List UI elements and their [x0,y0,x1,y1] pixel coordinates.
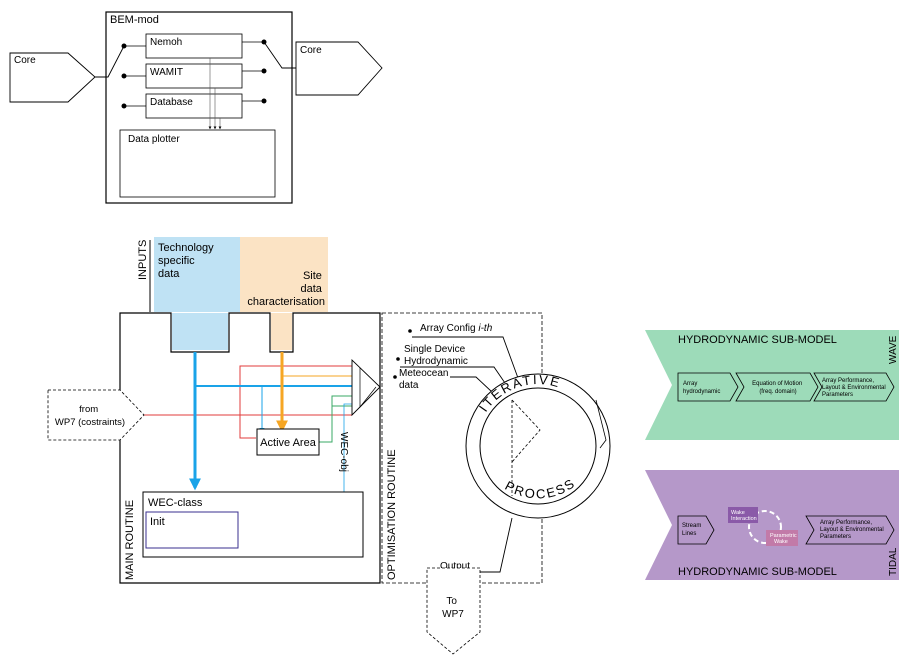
single-device-label: Single Device Hydrodynamic [404,344,468,367]
bem-mod-group: BEM-mod Nemoh WAMIT Database Data plotte… [9,11,383,204]
tidal-cycle-ring [748,510,782,544]
init-box[interactable] [145,511,239,549]
init-label: Init [150,516,165,528]
active-area-label: Active Area [260,437,317,449]
wave-step-1-label: Array hydrodynamic [683,381,720,395]
to-wp7-label: To WP7 [442,596,464,620]
main-routine-label: MAIN ROUTINE [124,500,136,580]
output-label: Output [440,561,470,572]
tidal-step-4-label: Array Performance, Layout & Environmenta… [820,520,885,540]
green-line [318,395,352,443]
red-line-top [239,365,352,415]
wec-obj-label: WEC-obj [338,432,349,472]
wave-submodel: HYDRODYNAMIC SUB-MODEL WAVE Array hydrod… [645,330,899,440]
wamit-box[interactable] [145,63,243,89]
optimisation-label: OPTIMISATION ROUTINE [386,449,398,580]
tidal-tag: TIDAL [888,547,899,576]
nemoh-label: Nemoh [150,37,182,48]
red-line-main [144,414,256,439]
inputs-group: Technology specific data Site data chara… [137,237,328,312]
main-routine-group: MAIN ROUTINE Active Area WEC-obj WEC-cla… [47,312,381,584]
technology-input-box[interactable] [154,237,240,312]
data-plotter-box[interactable] [119,129,276,198]
tidal-submodel: HYDRODYNAMIC SUB-MODEL TIDAL Stream Line… [645,470,899,580]
to-wp7-shape[interactable] [426,567,481,655]
wamit-label: WAMIT [150,67,183,78]
wec-obj-line [343,403,352,492]
database-label: Database [150,97,193,108]
wave-tag: WAVE [888,335,899,364]
wave-step-1[interactable] [677,372,739,402]
wave-step-2[interactable] [735,372,819,402]
tidal-step-wake-interaction[interactable] [728,507,758,523]
tidal-header: HYDRODYNAMIC SUB-MODEL [678,566,837,578]
left-switch-lever [95,45,125,78]
tidal-step-3-label: Parametric Wake [770,533,798,545]
tidal-step-1[interactable] [677,515,715,545]
optimisation-group: OPTIMISATION ROUTINE Array Config i-th S… [351,312,611,655]
wave-step-3-label: Array Performance, Layout & Environmenta… [822,378,887,398]
data-plotter-label: Data plotter [128,134,180,145]
right-switch-dot-2 [261,68,267,74]
tidal-step-2-label: Wake Interaction [731,510,757,522]
right-switch-dot-3 [261,98,267,104]
tidal-step-1-label: Stream Lines [682,523,703,537]
wave-step-2-label: Equation of Motion (freq. domain) [752,381,804,395]
technology-label: Technology specific data [158,242,217,280]
iterative-ring-inner [479,387,597,505]
tidal-banner [645,470,899,580]
core-out-label: Core [300,45,322,56]
chevron-input [351,358,381,417]
wave-step-3[interactable] [813,372,895,402]
inputs-vertical-label: INPUTS [137,240,149,280]
wave-header: HYDRODYNAMIC SUB-MODEL [678,334,837,346]
database-box[interactable] [145,93,243,119]
active-area-box[interactable] [256,428,320,456]
core-in-shape[interactable] [9,52,96,103]
core-in-label: Core [14,55,36,66]
tidal-step-parametric-wake[interactable] [766,530,798,546]
array-config-label: Array Config i-th [420,323,493,334]
site-label: Site data characterisation [247,270,325,308]
right-switch-lever [263,41,296,69]
wec-class-label: WEC-class [148,497,203,509]
left-switch-dot-2 [121,73,127,79]
nemoh-box[interactable] [145,33,243,59]
bem-mod-title: BEM-mod [110,14,159,26]
core-out-shape[interactable] [295,41,383,96]
from-wp7-shape[interactable] [47,389,145,441]
meteocean-label: Meteocean data [399,368,451,391]
tidal-step-4[interactable] [805,515,895,545]
left-switch-dot-3 [121,103,127,109]
from-wp7-label: from WP7 (costraints) [55,404,125,428]
site-input-box[interactable] [240,237,328,312]
